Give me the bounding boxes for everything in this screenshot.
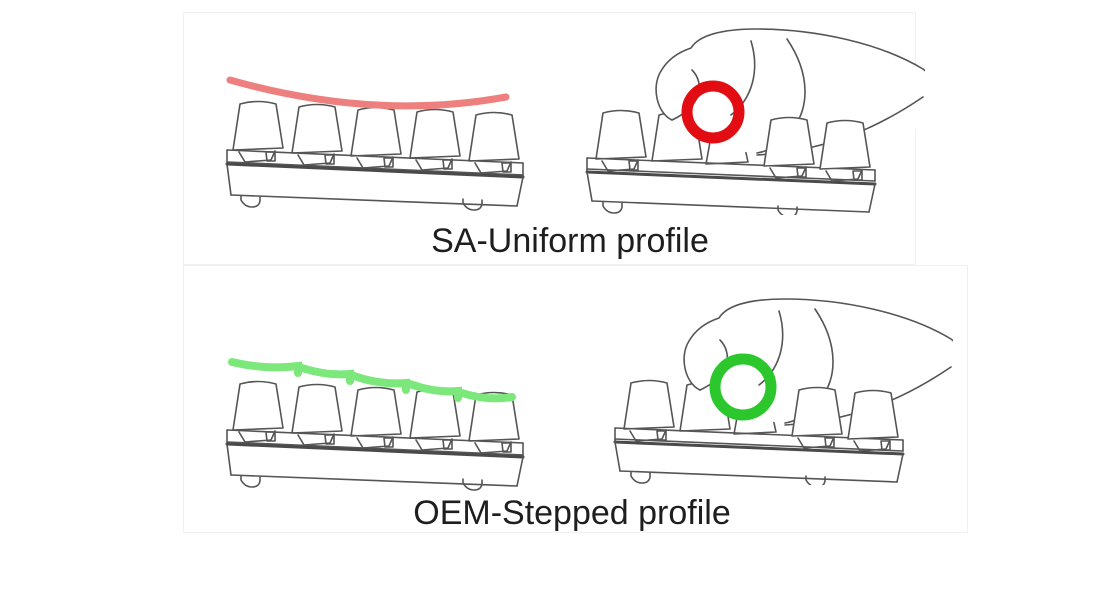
keycap [409,388,461,439]
figure-caption: SA-Uniform profile [431,222,709,260]
keycap [791,386,843,437]
figure-caption: OEM-Stepped profile [413,494,731,532]
keyboard-foot [462,478,483,491]
uniform-profile-curve [226,76,510,110]
keyboard-side-view-front-caps [763,116,871,182]
keyboard-side-view [225,100,525,211]
oem-hand-press-illustration [613,298,953,485]
keycap [595,109,647,160]
keycap [623,379,675,430]
keycap [847,389,899,440]
finger-contact-highlight-ring [681,80,745,144]
keycap [232,100,284,151]
keycap [291,103,343,154]
keyboard-foot [630,471,651,484]
sa-keyboard-profile-illustration [225,76,525,211]
keyboard-foot [240,475,261,488]
oem-keyboard-profile-illustration [225,358,525,491]
sa-hand-press-illustration [585,28,925,215]
keycap [350,106,402,157]
keycap [819,119,871,170]
finger-contact-highlight-ring [709,353,777,421]
keyboard-side-view-front-caps [791,386,899,452]
keycap [232,380,284,431]
keycap [468,111,520,162]
keycap [350,386,402,437]
keycap [291,383,343,434]
keyboard-foot [462,198,483,211]
stepped-profile-curve [228,358,516,403]
keyboard-foot [777,205,798,215]
keycap [409,108,461,159]
keyboard-side-view [225,380,525,491]
keycap [763,116,815,167]
keyboard-foot [602,201,623,214]
keyboard-foot [805,475,826,485]
keyboard-foot [240,195,261,208]
